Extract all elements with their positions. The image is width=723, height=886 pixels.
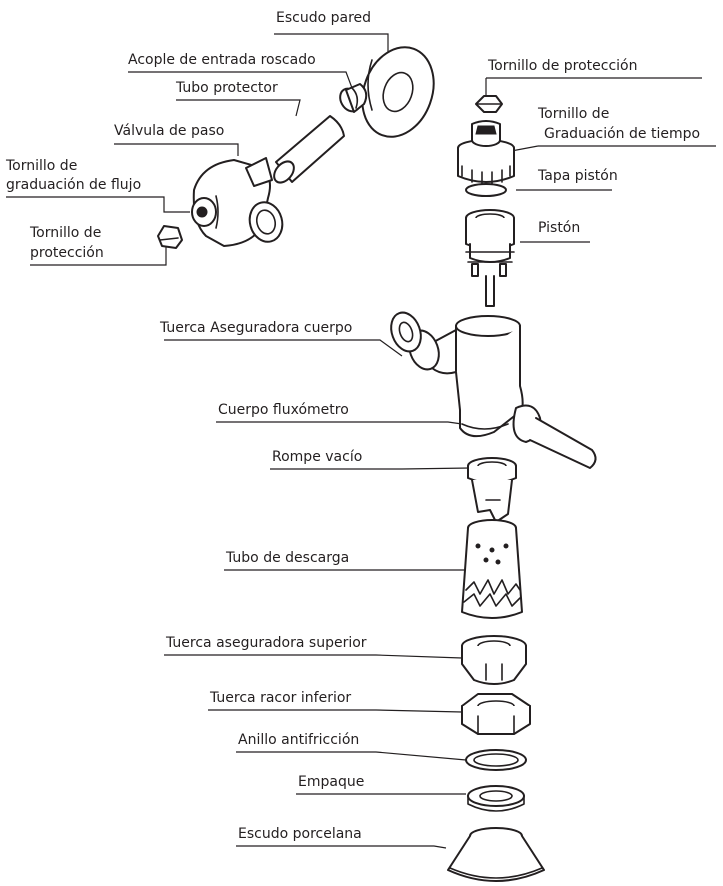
porcelain-shield-part: [447, 827, 545, 882]
label-flow-screw-line1: Tornillo de: [6, 158, 78, 174]
upper-lock-nut-part: [461, 635, 527, 685]
threaded-inlet-coupling-part: [339, 83, 368, 113]
label-lower-union-nut: Tuerca racor inferior: [210, 690, 352, 706]
label-discharge-tube: Tubo de descarga: [226, 550, 350, 566]
wall-shield-part: [361, 46, 435, 138]
left-protection-screw-part: [157, 225, 183, 249]
label-piston-cap: Tapa pistón: [538, 168, 618, 184]
label-time-screw-line1: Tornillo de: [538, 106, 610, 122]
flush-valve-body-part: [390, 311, 597, 469]
shutoff-valve-part: [191, 157, 284, 247]
label-piston: Pistón: [538, 220, 581, 236]
lower-union-nut-part: [461, 693, 531, 735]
label-time-screw-line2: Graduación de tiempo: [544, 126, 701, 142]
label-vacuum-breaker: Rompe vacío: [272, 449, 363, 465]
label-protective-tube: Tubo protector: [176, 80, 278, 96]
discharge-tube-part: [461, 519, 523, 619]
label-left-protection-screw-line1: Tornillo de: [30, 225, 102, 241]
label-valve-body: Cuerpo fluxómetro: [218, 402, 349, 418]
piston-part: [465, 209, 515, 307]
label-upper-lock-nut: Tuerca aseguradora superior: [166, 635, 367, 651]
label-shutoff-valve: Válvula de paso: [114, 123, 225, 139]
label-anti-friction-ring: Anillo antifricción: [238, 732, 360, 748]
anti-friction-ring-part: [465, 749, 527, 771]
label-left-protection-screw-line2: protección: [30, 245, 104, 261]
gasket-part: [467, 785, 525, 812]
label-right-protection-screw: Tornillo de protección: [488, 58, 638, 74]
label-body-lock-nut: Tuerca Aseguradora cuerpo: [160, 320, 353, 336]
label-porcelain-shield: Escudo porcelana: [238, 826, 362, 842]
label-flow-screw-line2: graduación de flujo: [6, 177, 142, 193]
vacuum-breaker-part: [467, 457, 517, 523]
protective-tube-part: [273, 115, 345, 184]
top-cap-assembly: [457, 95, 515, 197]
label-gasket: Empaque: [298, 774, 365, 790]
label-threaded-inlet: Acople de entrada roscado: [128, 52, 316, 68]
leader-lines: [6, 33, 716, 849]
label-wall-shield: Escudo pared: [276, 10, 372, 26]
